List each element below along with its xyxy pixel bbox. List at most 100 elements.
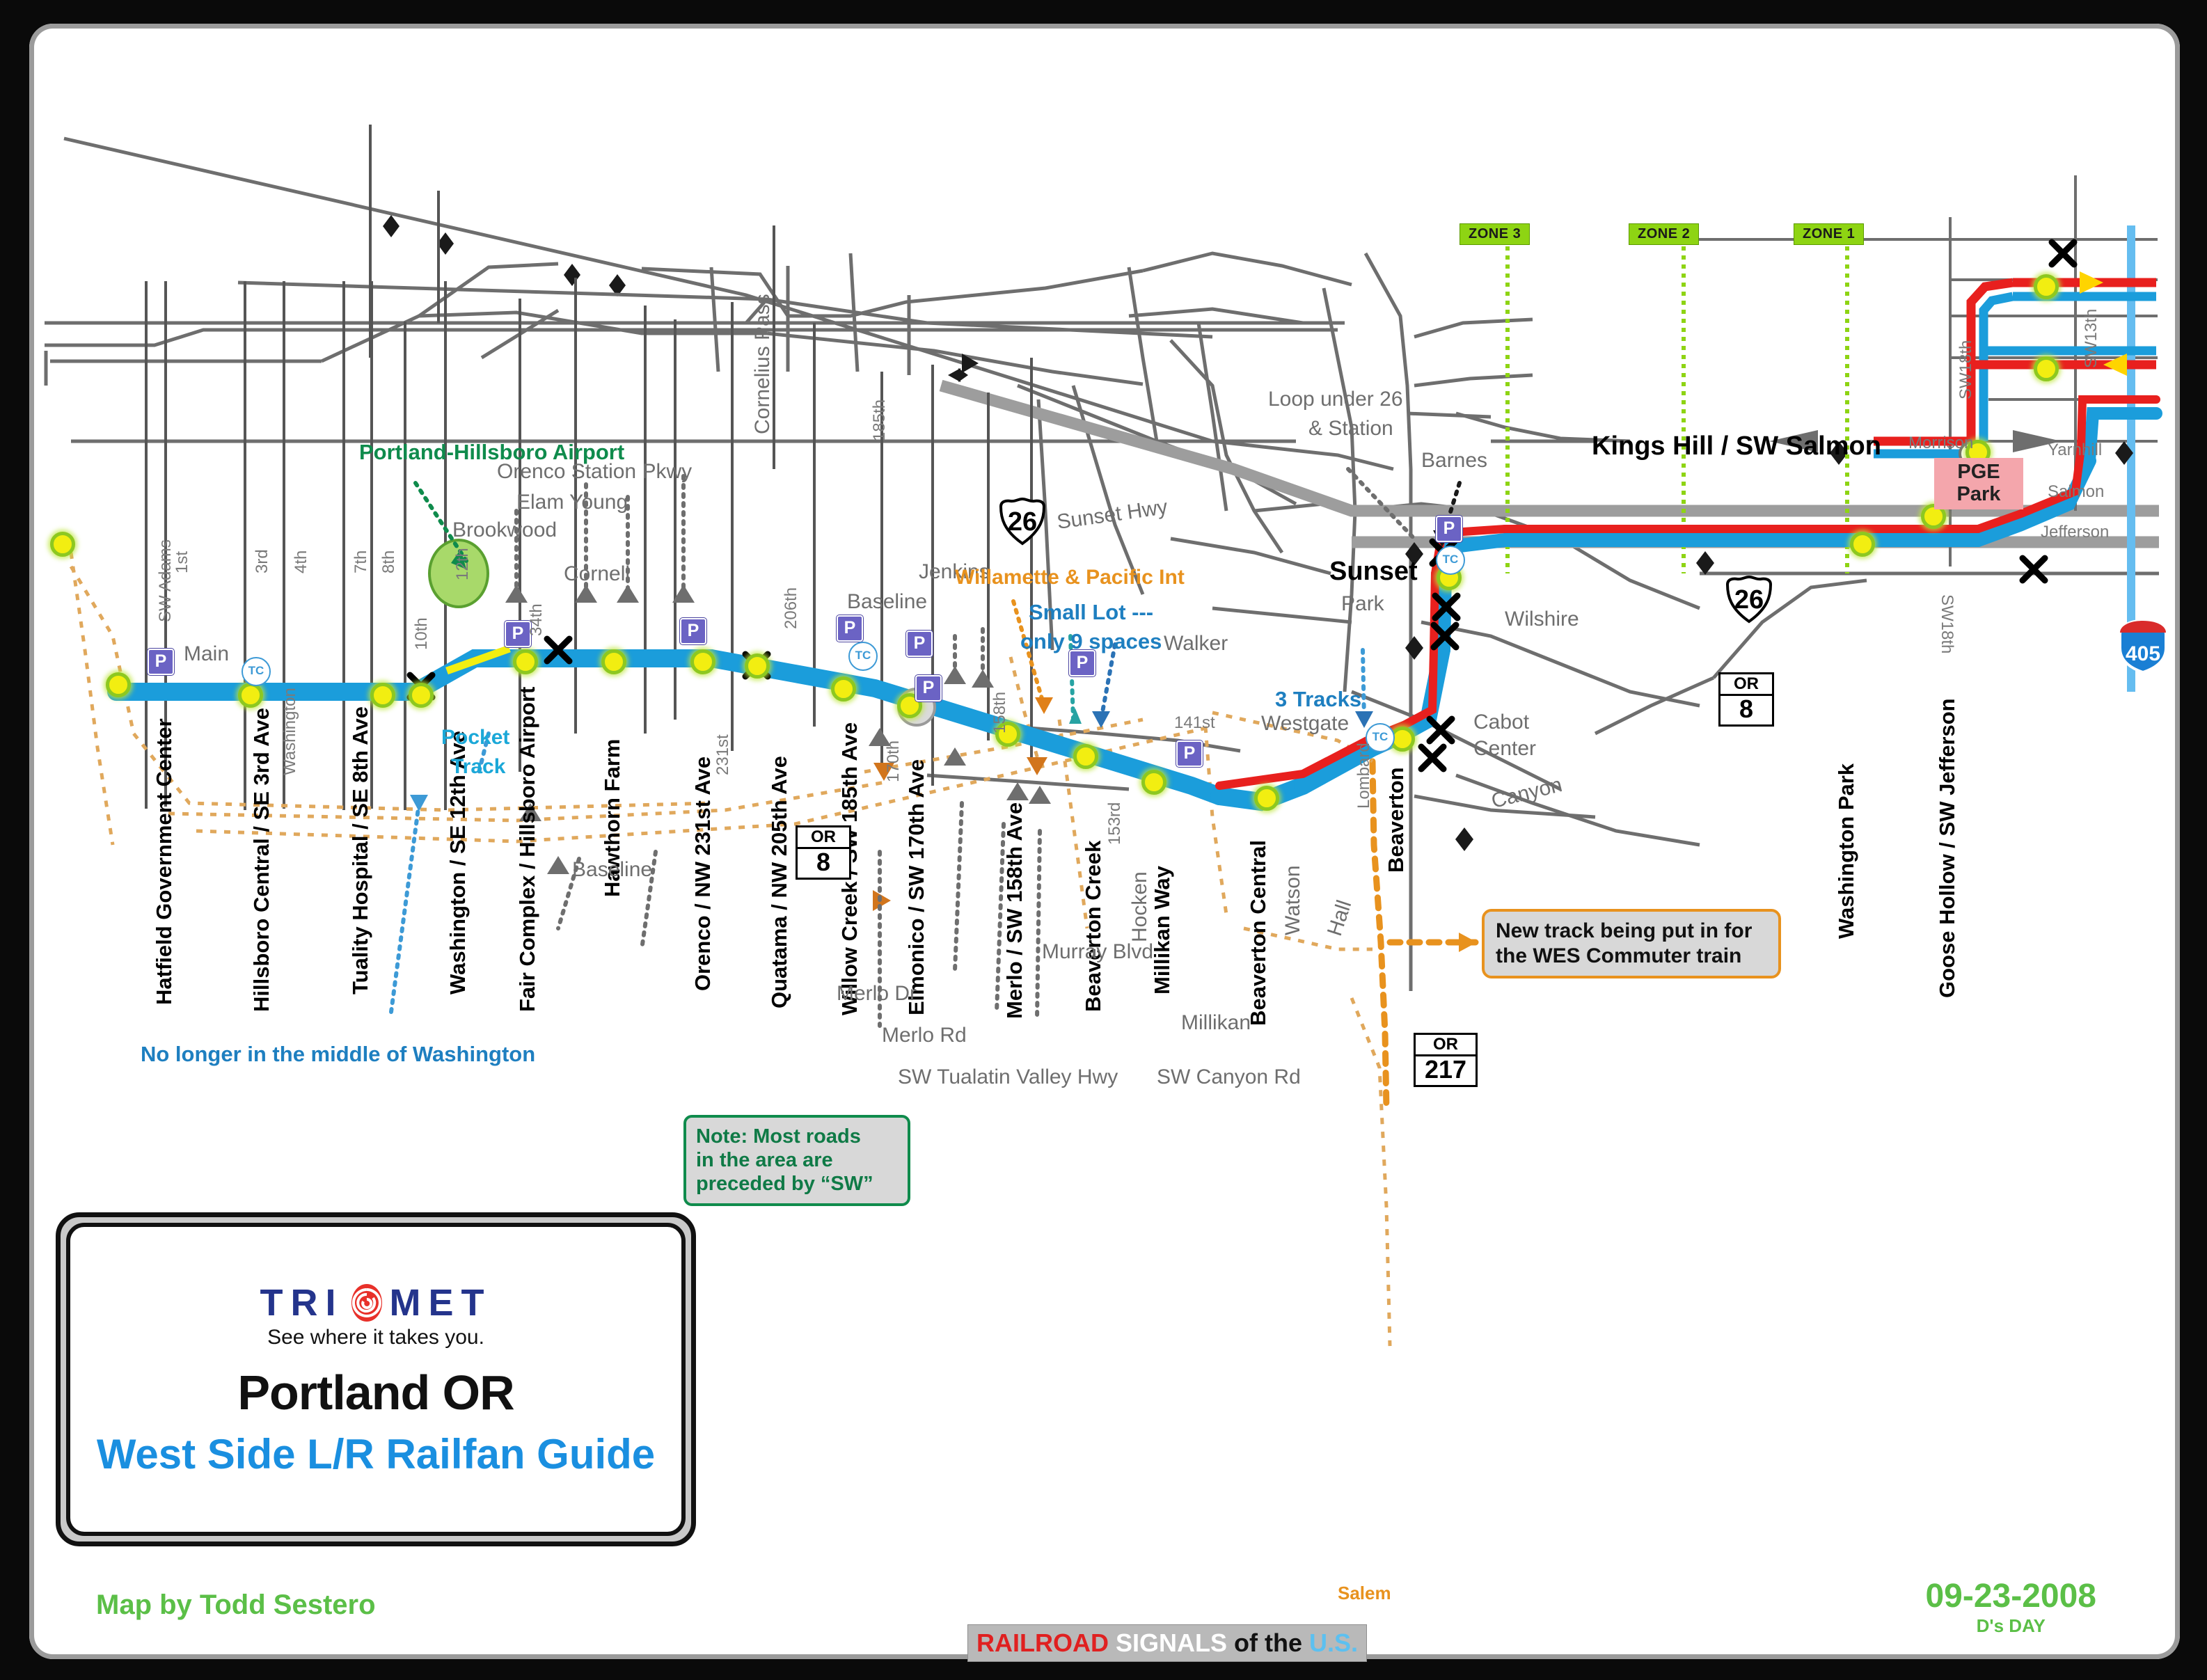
watermark-signals: SIGNALS xyxy=(1116,1629,1228,1657)
trimet-swirl-icon xyxy=(347,1283,387,1323)
interchange-diamonds xyxy=(1405,441,2133,851)
parking-icon[interactable]: P xyxy=(915,675,942,702)
cross-street-4th: 4th xyxy=(292,550,310,573)
station-dot-merlo[interactable] xyxy=(995,722,1020,747)
or-8-shield-east-number: 8 xyxy=(1739,695,1754,723)
trimet-logo-met: MET xyxy=(389,1281,492,1324)
watermark-us: U.S. xyxy=(1309,1629,1359,1657)
max-direction-arrows xyxy=(2080,271,2127,376)
or-217-shield: OR 217 xyxy=(1414,1033,1478,1087)
annotation-small-lot-line1: Small Lot --- xyxy=(1029,600,1154,624)
station-dot-washington-12th[interactable] xyxy=(409,683,434,708)
road-label-merlo-rd: Merlo Rd xyxy=(882,1024,967,1047)
cross-street-185th: 185th xyxy=(870,399,889,441)
rr-diamonds xyxy=(383,215,626,296)
road-label-baseline-2: Baseline xyxy=(572,858,653,881)
cross-street-sw-adams: SW Adams xyxy=(156,539,175,622)
station-label-beaverton: Beaverton xyxy=(1384,767,1408,873)
road-label-barnes: Barnes xyxy=(1421,449,1488,472)
road-label-141st: 141st xyxy=(1174,713,1215,732)
trimet-tagline: See where it takes you. xyxy=(267,1325,484,1349)
transit-center-icon[interactable]: TC xyxy=(1436,546,1465,575)
parking-icon[interactable]: P xyxy=(1069,650,1095,676)
railroad-signals-watermark: RAILROAD SIGNALS of the U.S. xyxy=(967,1624,1368,1662)
cross-street-cornelius-pass: Cornelius Pass xyxy=(751,294,774,434)
annotation-loop-under-26-line1: Loop under 26 xyxy=(1268,388,1403,411)
salem-label: Salem xyxy=(1338,1583,1391,1603)
station-label-quatama: Quatama / NW 205th Ave xyxy=(767,756,791,1008)
parking-icon[interactable]: P xyxy=(505,621,531,647)
zone-boundaries xyxy=(1505,246,1849,573)
pocket-track-stub xyxy=(445,644,511,675)
cross-street-8th: 8th xyxy=(379,550,398,573)
downtown-street-sw13th: SW13th xyxy=(2082,308,2101,368)
annotation-small-lot-line2: only 9 spaces xyxy=(1020,629,1162,653)
railroad-diagonal xyxy=(63,136,1213,443)
zone-badge-1: ZONE 1 xyxy=(1794,223,1865,245)
street-network xyxy=(50,251,2159,991)
station-label-hatfield: Hatfield Government Center xyxy=(152,718,176,1005)
pge-park-block: PGE Park xyxy=(1934,458,2023,509)
station-dot-legend-sample xyxy=(50,532,75,557)
parking-icon[interactable]: P xyxy=(1436,516,1462,542)
parking-icon[interactable]: P xyxy=(148,649,174,675)
station-label-beaverton-central: Beaverton Central xyxy=(1246,839,1270,1026)
station-dot-morrison-loop[interactable] xyxy=(2034,274,2059,299)
road-label-lombard: Lombard xyxy=(1354,743,1373,809)
station-dot-yamhill-loop[interactable] xyxy=(2034,356,2059,381)
annotation-pocket-track-line1: Pocket xyxy=(441,726,510,749)
map-credit: Map by Todd Sestero xyxy=(96,1590,376,1620)
note-box-line2: in the area are xyxy=(696,1149,833,1172)
station-label-fair-complex: Fair Complex / Hillsboro Airport xyxy=(515,686,539,1012)
station-dot-hawthorn-farm[interactable] xyxy=(601,649,626,674)
station-label-hillsboro-central: Hillsboro Central / SE 3rd Ave xyxy=(249,708,274,1012)
annotation-leaders xyxy=(389,467,1462,1028)
wes-note-box: New track being put in for the WES Commu… xyxy=(1482,909,1781,978)
station-dot-orenco[interactable] xyxy=(690,649,715,674)
map-canvas: P P P P P P P P P TC TC TC TC Hatfield G… xyxy=(29,24,2180,1662)
station-dot-hillsboro-central[interactable] xyxy=(238,683,263,708)
station-label-millikan-way: Millikan Way xyxy=(1150,866,1174,994)
transit-center-icon[interactable]: TC xyxy=(848,642,878,671)
note-box-line3: preceded by “SW” xyxy=(696,1173,873,1196)
station-dot-willow-creek[interactable] xyxy=(831,676,856,702)
station-label-washington-park: Washington Park xyxy=(1834,763,1858,939)
title-card: TRI MET See where it takes you. Portland… xyxy=(56,1212,696,1546)
cross-street-12th: 12th xyxy=(453,548,472,580)
trimet-logo: TRI MET xyxy=(260,1281,492,1324)
parking-icon[interactable]: P xyxy=(1176,740,1203,767)
zone-badge-3: ZONE 3 xyxy=(1460,223,1530,245)
us-26-shield-east: 26 xyxy=(1725,575,1773,624)
parking-icon[interactable]: P xyxy=(680,618,706,644)
road-label-merlo-dr: Merlo Dr xyxy=(837,982,917,1005)
downtown-street-morrison: Morrison xyxy=(1908,434,1974,452)
station-dot-hatfield[interactable] xyxy=(106,672,131,697)
road-label-sw-canyon-rd: SW Canyon Rd xyxy=(1157,1065,1301,1088)
station-dot-millikan-way[interactable] xyxy=(1141,770,1166,795)
road-label-murray-blvd: Murray Blvd xyxy=(1042,940,1154,963)
us-26-shield-west-number: 26 xyxy=(1008,507,1037,537)
cross-street-170th: 170th xyxy=(884,740,903,782)
parking-icon[interactable]: P xyxy=(906,631,933,657)
station-label-orenco: Orenco / NW 231st Ave xyxy=(690,756,715,991)
station-label-elmonico: Elmonico / SW 170th Ave xyxy=(904,759,928,1015)
cross-street-34th: 34th xyxy=(527,603,546,636)
station-dot-fair-complex[interactable] xyxy=(513,649,538,674)
road-label-walker: Walker xyxy=(1164,632,1228,655)
station-dot-quatama[interactable] xyxy=(745,653,770,679)
transit-center-icon[interactable]: TC xyxy=(242,657,271,686)
freight-arrow-heads xyxy=(873,757,1047,911)
road-label-orenco-station-pkwy: Orenco Station Pkwy xyxy=(497,460,693,483)
parking-icon[interactable]: P xyxy=(837,615,863,642)
road-label-jenkins: Jenkins xyxy=(919,560,990,583)
station-dot-beaverton-central[interactable] xyxy=(1254,786,1279,811)
road-label-westgate: Westgate xyxy=(1261,712,1350,735)
station-dot-tuality[interactable] xyxy=(370,683,395,708)
cross-street-231st: 231st xyxy=(713,734,732,775)
station-dot-washington-park[interactable] xyxy=(1850,532,1875,557)
station-dot-beaverton-creek[interactable] xyxy=(1073,744,1098,769)
station-label-merlo: Merlo / SW 158th Ave xyxy=(1002,802,1027,1019)
transit-center-icon[interactable]: TC xyxy=(1366,723,1395,752)
annotation-pocket-track-line2: Track xyxy=(451,755,506,778)
